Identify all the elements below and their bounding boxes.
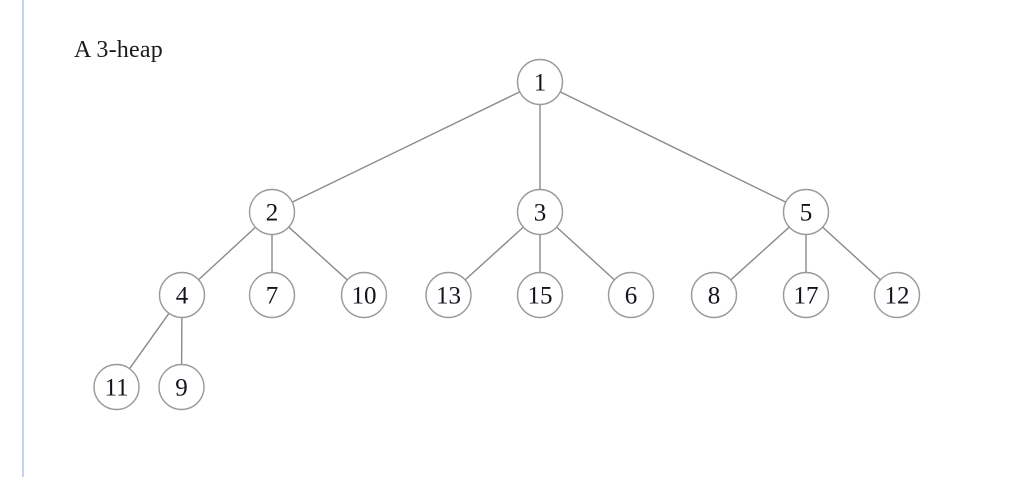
node-label-2: 2 [266,200,279,227]
node-circle-1 [516,58,564,106]
left-margin-rule [22,0,24,477]
tree-node-15[interactable]: 15 [516,271,564,319]
tree-node-12[interactable]: 12 [873,271,921,319]
tree-node-17[interactable]: 17 [782,271,830,319]
tree-edge-2-4 [197,226,257,281]
tree-edge-1-2 [291,91,521,203]
node-label-1: 1 [534,70,547,97]
tree-node-4[interactable]: 4 [158,271,206,319]
node-label-5: 5 [800,200,813,227]
node-label-15: 15 [528,283,553,310]
node-label-10: 10 [352,283,377,310]
node-circle-10 [340,271,388,319]
tree-node-11[interactable]: 11 [93,363,140,411]
node-circle-4 [158,271,206,319]
tree-edge-3-13 [464,226,525,281]
tree-edge-1-5 [559,91,787,203]
node-label-3: 3 [534,200,547,227]
tree-node-7[interactable]: 7 [248,271,296,319]
tree-node-9[interactable]: 9 [158,363,205,411]
node-circle-3 [516,188,564,236]
node-circle-5 [782,188,830,236]
node-circle-6 [607,271,655,319]
node-label-11: 11 [104,375,128,402]
node-circle-13 [425,271,472,319]
node-label-9: 9 [175,375,188,402]
tree-node-2[interactable]: 2 [248,188,296,236]
node-circle-15 [516,271,564,319]
node-label-7: 7 [266,283,279,310]
node-label-8: 8 [708,283,721,310]
node-circle-9 [158,363,205,411]
node-circle-2 [248,188,296,236]
tree-edge-5-8 [730,226,790,281]
tree-node-6[interactable]: 6 [607,271,655,319]
tree-edge-2-10 [288,226,348,281]
node-circle-11 [93,363,140,411]
node-label-6: 6 [625,283,638,310]
node-label-12: 12 [885,283,910,310]
node-circle-7 [248,271,296,319]
node-circle-8 [690,271,738,319]
node-label-17: 17 [794,283,819,310]
tree-node-3[interactable]: 3 [516,188,564,236]
tree-edge-3-6 [555,226,616,281]
edge-layer [128,91,882,370]
tree-node-5[interactable]: 5 [782,188,830,236]
figure-title: A 3-heap [74,37,163,63]
node-label-4: 4 [176,283,189,310]
tree-node-8[interactable]: 8 [690,271,738,319]
node-circle-12 [873,271,921,319]
tree-edge-4-11 [128,312,170,370]
tree-node-1[interactable]: 1 [516,58,564,106]
tree-node-13[interactable]: 13 [425,271,472,319]
node-label-13: 13 [436,283,461,310]
tree-node-10[interactable]: 10 [340,271,388,319]
tree-edge-5-12 [821,226,882,281]
node-circle-17 [782,271,830,319]
